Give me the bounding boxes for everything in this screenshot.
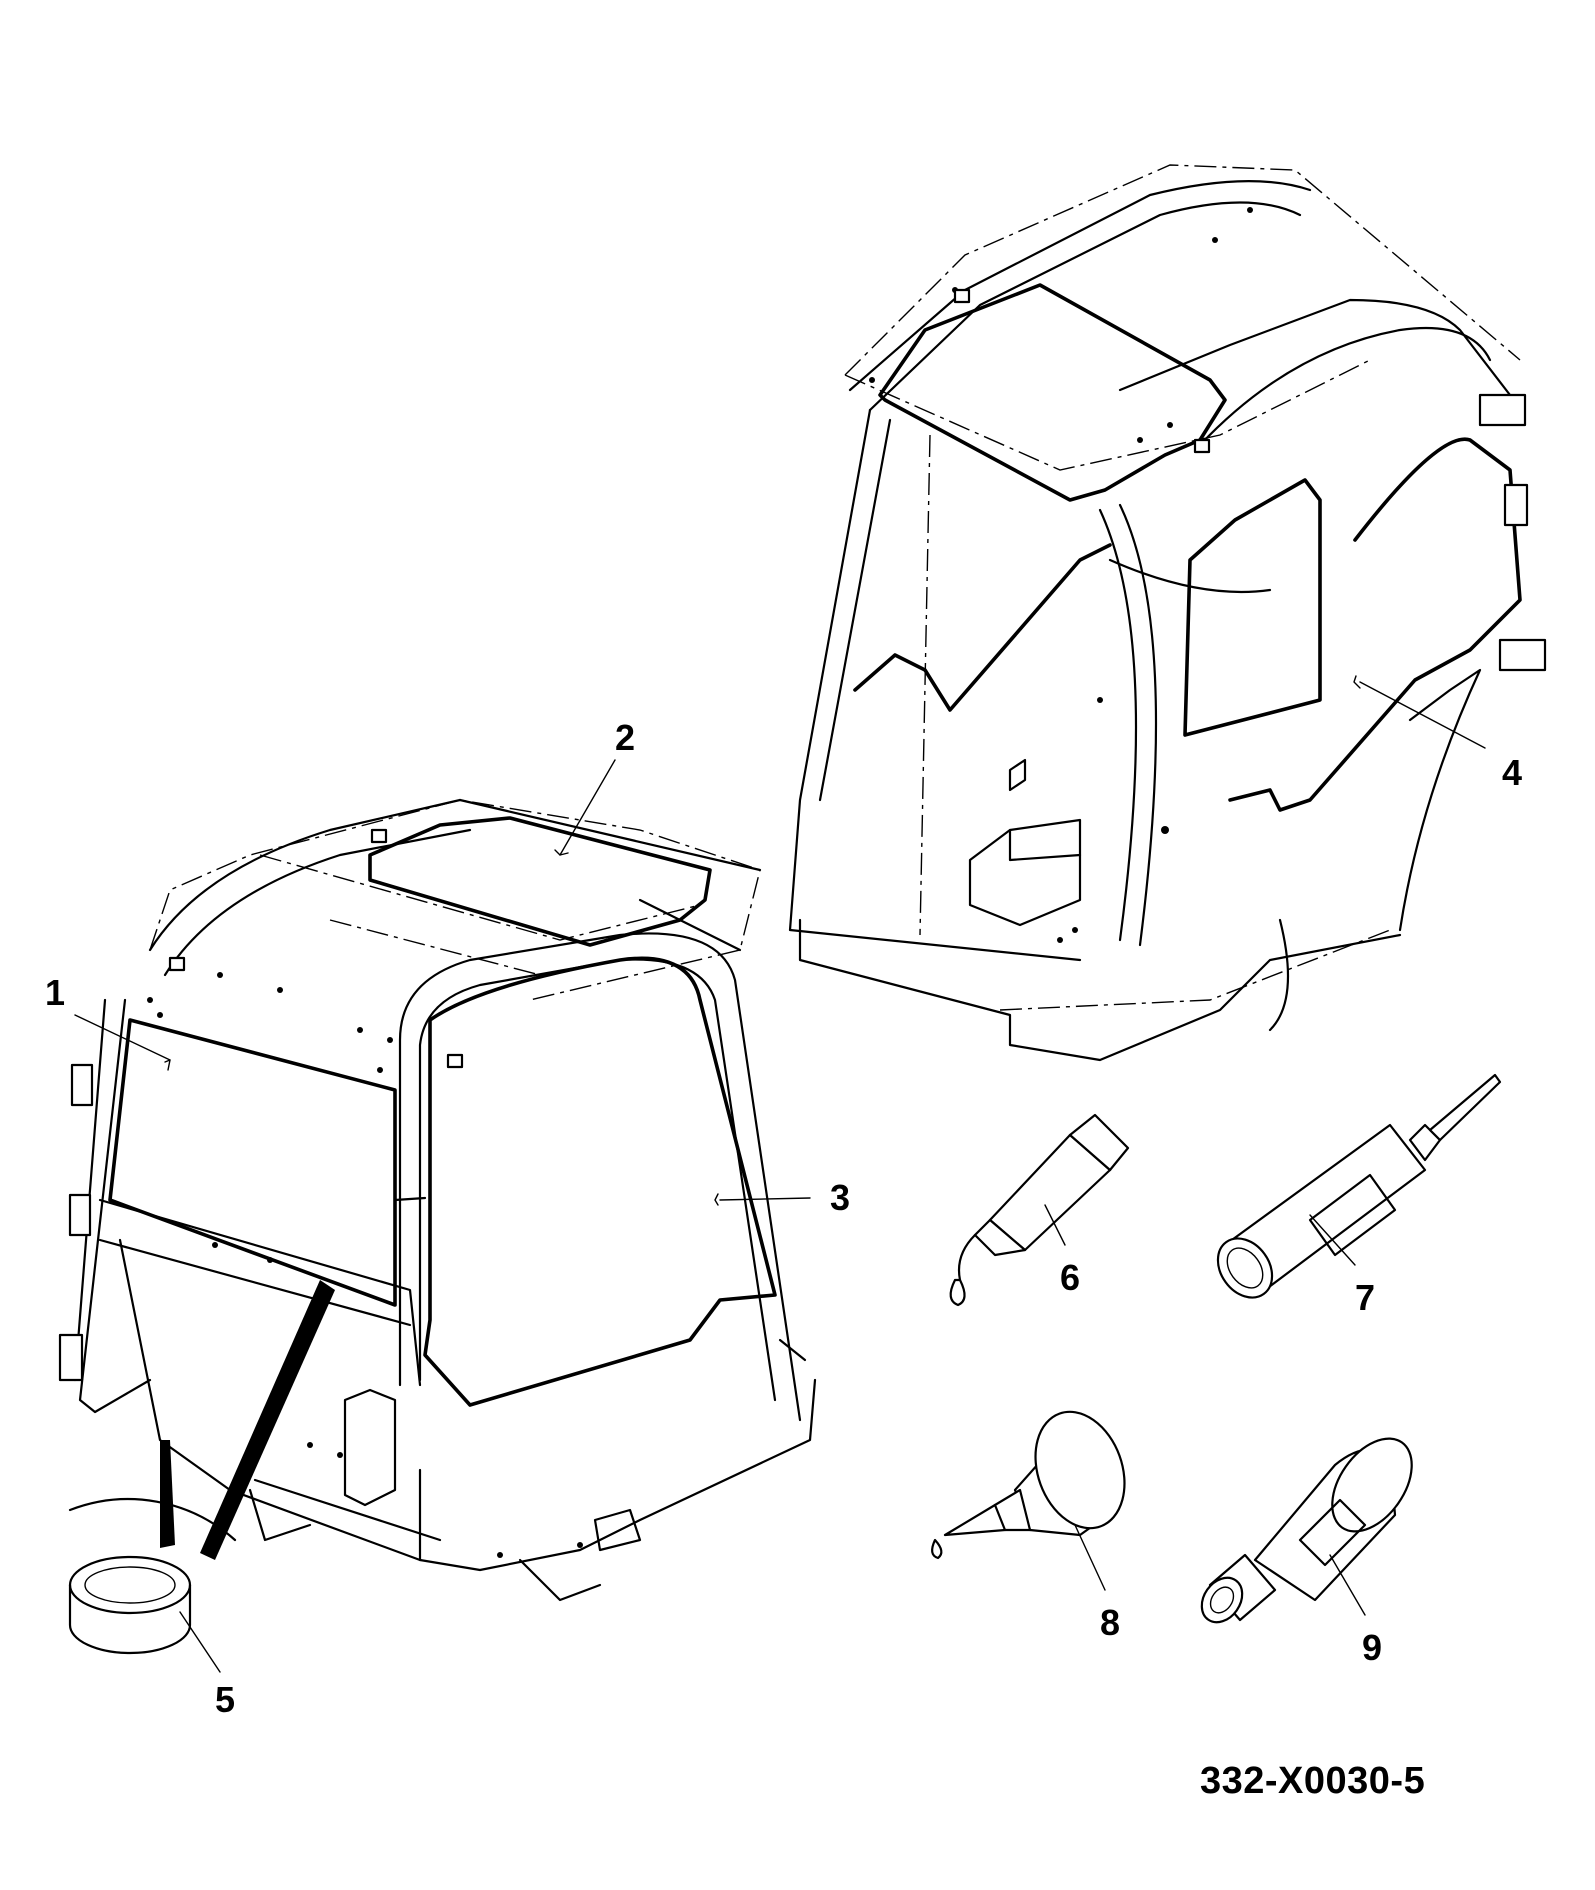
leader-2: [559, 759, 616, 856]
figure-reference-code: 332-X0030-5: [1200, 1760, 1426, 1802]
bottle: [1200, 1437, 1413, 1624]
door-glass: [1183, 478, 1322, 737]
adhesive-tube: [949, 1113, 1130, 1307]
windscreen-glass: [853, 543, 1112, 712]
leader-9: [1329, 1554, 1366, 1616]
leader-1: [74, 1014, 171, 1061]
leader-lines: [74, 675, 1486, 1673]
callout-1: 1: [45, 972, 65, 1013]
roof-glass-front: [368, 816, 712, 947]
leader-4: [1359, 681, 1486, 749]
rear-glass: [108, 1018, 397, 1307]
leader-3: [719, 1197, 811, 1201]
cab-rear-view: [58, 798, 817, 1602]
callout-4: 4: [1502, 752, 1522, 793]
upper-hinge: [70, 1063, 94, 1107]
cab-front-view: [788, 164, 1547, 1062]
leader-8: [1074, 1524, 1106, 1591]
leader-5: [179, 1611, 221, 1673]
glue-bottle: [931, 1410, 1126, 1560]
sealant-cartridge: [1216, 1073, 1502, 1299]
lower-hinge: [58, 1333, 84, 1382]
callout-8: 8: [1100, 1602, 1120, 1643]
leader-7: [1309, 1214, 1356, 1266]
tape-roll: [68, 1280, 335, 1655]
callout-3: 3: [830, 1177, 850, 1218]
leader-6: [1044, 1204, 1066, 1246]
callout-numbers: 1 2 3 4 5 6 7 8 9: [45, 717, 1522, 1720]
callout-7: 7: [1355, 1277, 1375, 1318]
callout-5: 5: [215, 1679, 235, 1720]
callout-9: 9: [1362, 1627, 1382, 1668]
roof-glass-rear: [878, 283, 1227, 502]
side-glass: [423, 956, 777, 1407]
callout-6: 6: [1060, 1257, 1080, 1298]
middle-hinge: [68, 1193, 92, 1237]
callout-2: 2: [615, 717, 635, 758]
